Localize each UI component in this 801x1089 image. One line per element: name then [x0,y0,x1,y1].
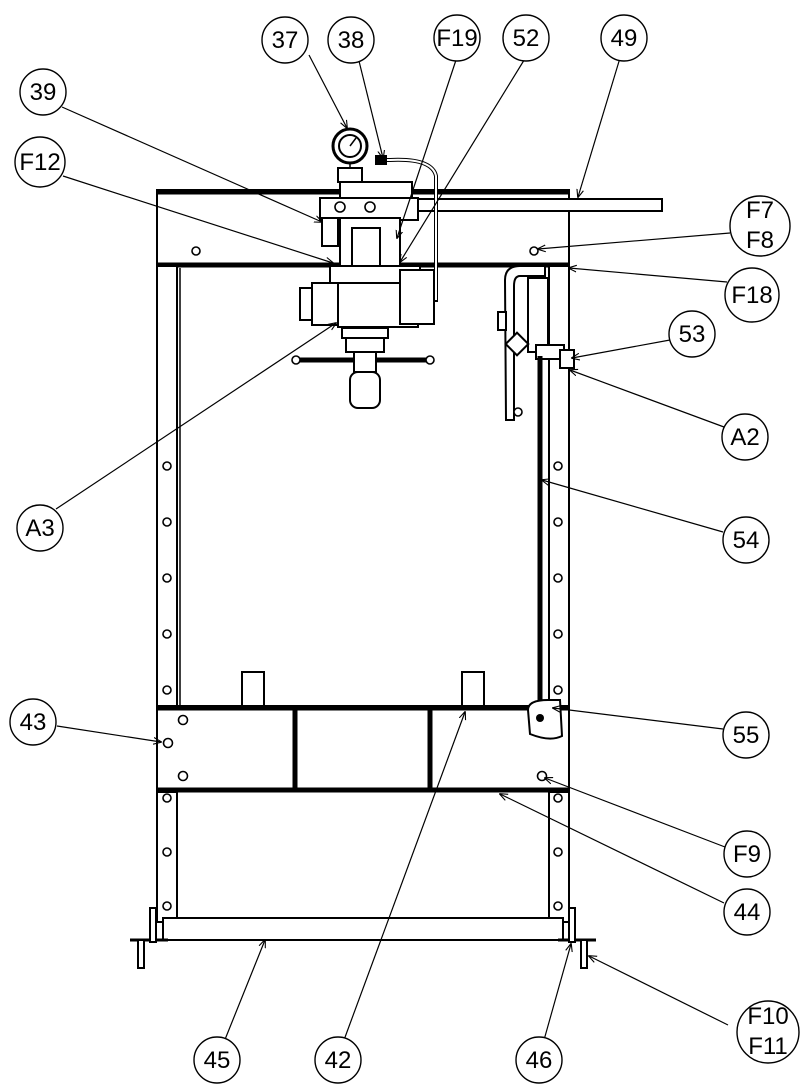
callout-52-label: 52 [513,25,540,52]
callout-F9-label: F9 [733,841,761,868]
base-bar [162,917,564,941]
pump-handle [497,265,575,740]
callout-45: 45 [193,1036,241,1084]
left-foot [130,907,168,969]
callout-A2: A2 [721,413,769,461]
callout-F19-label: F19 [436,25,477,52]
callout-A3-label: A3 [25,515,54,542]
callout-37-label: 37 [272,27,299,54]
callout-F18-label: F18 [731,282,772,309]
callout-F7-F8: F7 F8 [729,195,791,257]
callout-55: 55 [722,711,770,759]
callout-38: 38 [327,16,375,64]
callout-F7-label: F7 [746,197,774,224]
callout-49: 49 [600,14,648,62]
callout-F12-label: F12 [19,149,60,176]
callout-A2-label: A2 [730,424,759,451]
callout-49-label: 49 [611,25,638,52]
callout-39-label: 39 [30,79,57,106]
callout-42: 42 [314,1036,362,1084]
callout-F11-label: F11 [748,1033,788,1060]
callout-54-label: 54 [733,527,760,554]
callout-39: 39 [19,68,67,116]
pump-assembly [291,127,438,409]
callout-F8-label: F8 [746,227,774,254]
right-foot [558,907,596,969]
callout-53: 53 [668,310,716,358]
press-frame [130,127,663,969]
callout-46-label: 46 [526,1047,553,1074]
callout-44-label: 44 [734,899,761,926]
callout-F19: F19 [433,14,481,62]
callout-55-label: 55 [733,722,760,749]
callout-F10-label: F10 [747,1003,788,1030]
callout-54: 54 [722,516,770,564]
callout-F12: F12 [14,136,66,188]
callout-F9: F9 [723,830,771,878]
callout-37: 37 [261,16,309,64]
bed-block-right [461,671,485,707]
callout-A3: A3 [16,504,64,552]
post-holes [162,246,563,911]
callout-F10-F11: F10 F11 [736,1000,800,1064]
callout-53-label: 53 [679,321,706,348]
bed-beam [156,705,570,791]
callout-45-label: 45 [204,1047,231,1074]
leader-lines [55,54,731,1043]
bed-block-left [241,671,265,707]
callout-F18: F18 [724,267,780,323]
callout-46: 46 [515,1036,563,1084]
callout-38-label: 38 [338,27,365,54]
callout-52: 52 [502,14,550,62]
callout-43: 43 [9,698,57,746]
callout-43-label: 43 [20,709,47,736]
callout-42-label: 42 [325,1047,352,1074]
handle-bar [417,198,663,212]
callout-44: 44 [723,888,771,936]
